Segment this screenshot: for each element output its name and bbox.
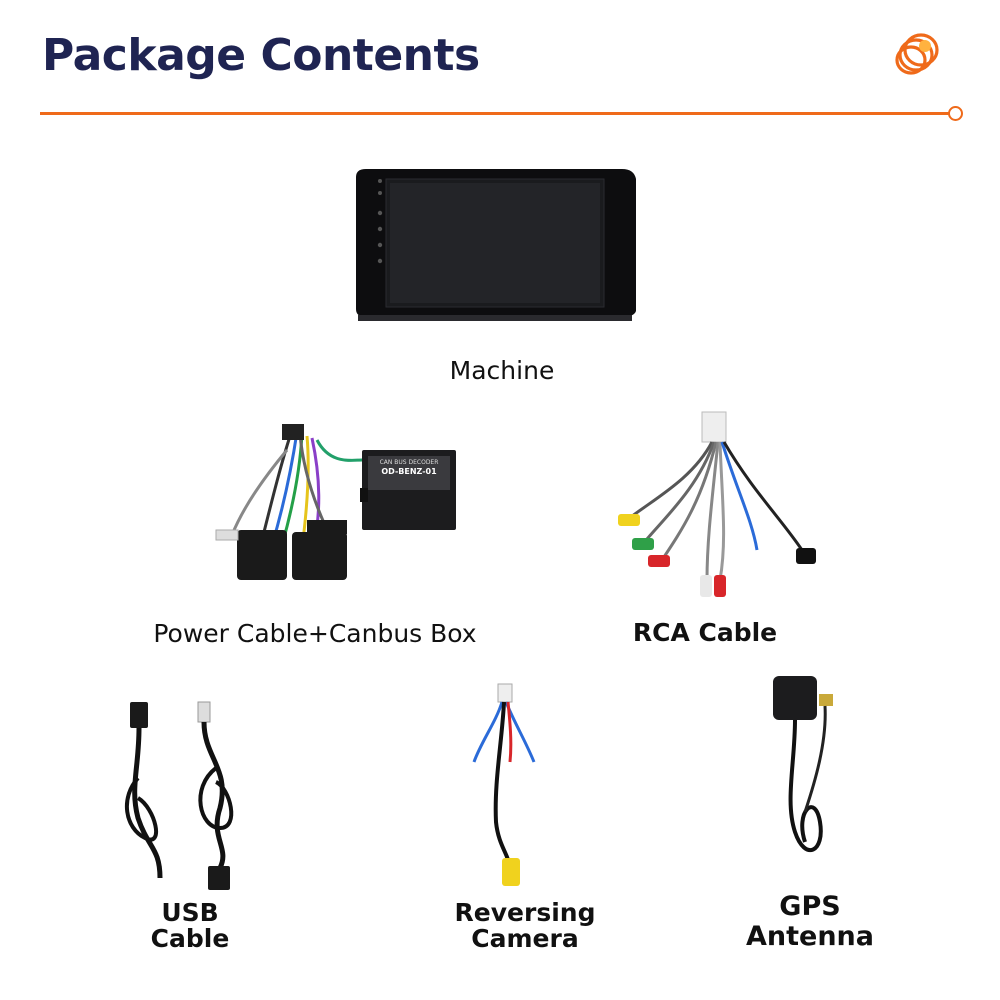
power-cable-canbus-image: [212, 420, 462, 590]
machine-image: [350, 165, 640, 325]
gps-antenna-label-line-2: Antenna: [746, 921, 874, 952]
usb-cable-image: [120, 698, 250, 898]
power-cable-canbus-label: Power Cable+Canbus Box: [153, 619, 477, 648]
usb-cable-label-line-2: Cable: [150, 924, 230, 953]
canbus-box-image: CAN BUS DECODER OD-BENZ-01: [360, 448, 458, 532]
canbus-box-text-1: CAN BUS DECODER: [380, 459, 439, 466]
rca-cable-label: RCA Cable: [632, 618, 778, 647]
page-title: Package Contents: [42, 30, 480, 81]
reversing-camera-label-line-2: Camera: [471, 924, 579, 953]
usb-cable-label: USB Cable: [120, 900, 260, 952]
canbus-box-text-2: OD-BENZ-01: [381, 467, 437, 476]
reversing-camera-image: [466, 682, 546, 892]
brand-logo-icon: [893, 28, 945, 78]
reversing-camera-label: Reversing Camera: [440, 900, 610, 952]
reversing-camera-label-line-1: Reversing: [454, 898, 596, 927]
machine-label: Machine: [449, 356, 555, 385]
divider-end-dot: [948, 106, 963, 121]
header-divider: [40, 112, 952, 115]
gps-antenna-image: [765, 672, 845, 872]
rca-cable-image: [612, 410, 822, 605]
gps-antenna-label-line-1: GPS: [779, 891, 841, 922]
gps-antenna-label: GPS Antenna: [730, 892, 890, 952]
usb-cable-label-line-1: USB: [161, 898, 219, 927]
